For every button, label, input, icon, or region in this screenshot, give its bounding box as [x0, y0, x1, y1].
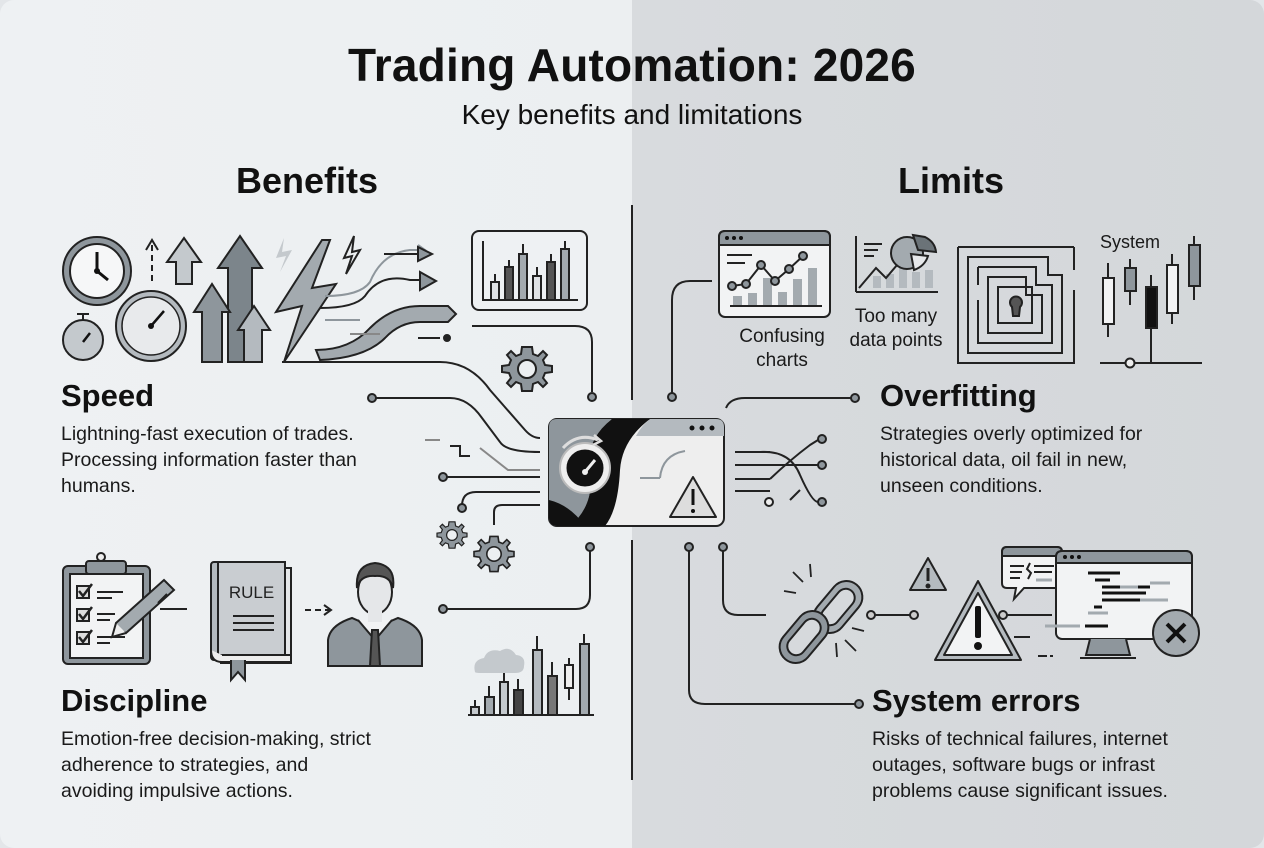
checklist-icon: [62, 552, 151, 665]
person-icon: [327, 561, 423, 667]
gear-icon-medium: [473, 535, 515, 573]
page-subtitle: Key benefits and limitations: [461, 99, 803, 130]
up-arrows-icon: [145, 234, 272, 363]
section-body-system-errors: Risks of technical failures, internet ou…: [872, 726, 1168, 804]
body-line: Strategies overly optimized for: [880, 423, 1143, 445]
benefits-heading: Benefits: [236, 160, 379, 201]
chat-connector: [998, 610, 1053, 657]
gauge-icon: [115, 290, 187, 362]
gear-icon: [501, 346, 553, 392]
rule-book-icon: [210, 561, 292, 683]
rule-book-label: RULE: [228, 583, 275, 602]
circuit-lines-right: [667, 280, 864, 709]
body-line: humans.: [61, 475, 136, 497]
section-title-discipline: Discipline: [61, 683, 208, 718]
label-line: charts: [756, 350, 808, 371]
limits-heading: Limits: [898, 160, 1005, 201]
pie-chart-icon: [855, 233, 938, 293]
section-system-errors: System errors Risks of technical failure…: [872, 683, 1168, 804]
body-line: Emotion-free decision-making, strict: [61, 728, 371, 750]
chat-bubble-icon: [1001, 546, 1063, 603]
maze-lock-icon: [957, 246, 1075, 364]
stopwatch-icon: [62, 313, 104, 361]
candlestick-chart-icon: [1100, 236, 1202, 369]
section-title-overfitting: Overfitting: [880, 378, 1037, 413]
body-line: Processing information faster than: [61, 449, 357, 471]
body-line: adherence to strategies, and: [61, 754, 309, 776]
body-line: Lightning-fast execution of trades.: [61, 423, 354, 445]
section-body-speed: Lightning-fast execution of trades. Proc…: [61, 421, 357, 499]
speed-lines-icon: [314, 244, 458, 362]
link-connector: [866, 610, 919, 620]
body-line: historical data, oil fail in new,: [880, 449, 1128, 471]
candlestick-cloud-icon: [468, 634, 594, 716]
circuit-lines-left: [282, 325, 597, 614]
central-dashboard-icon: [548, 418, 725, 527]
pencil-icon: [110, 578, 176, 639]
label-too-many-data-points: Too many data points: [840, 305, 952, 353]
body-line: problems cause significant issues.: [872, 780, 1168, 802]
label-confusing-charts: Confusing charts: [722, 325, 842, 373]
dashed-arrow: [305, 604, 333, 616]
clock-icon: [62, 236, 132, 306]
browser-chart-icon: [718, 230, 831, 318]
label-line: Confusing: [739, 326, 825, 347]
monitor-error-icon: [1036, 550, 1200, 659]
body-line: unseen conditions.: [880, 475, 1043, 497]
bar-chart-icon: [471, 230, 588, 311]
broken-link-icon: [778, 563, 865, 664]
section-body-discipline: Emotion-free decision-making, strict adh…: [61, 726, 371, 804]
label-line: data points: [849, 330, 943, 351]
section-overfitting: Overfitting Strategies overly optimized …: [880, 378, 1142, 499]
body-line: avoiding impulsive actions.: [61, 780, 293, 802]
body-line: Risks of technical failures, internet: [872, 728, 1168, 750]
warning-icon-large: [934, 580, 1022, 661]
section-title-speed: Speed: [61, 378, 155, 413]
page-title: Trading Automation: 2026: [348, 39, 916, 91]
label-system: System: [1100, 232, 1161, 252]
section-discipline: Discipline Emotion-free decision-making,…: [61, 683, 371, 804]
body-line: outages, software bugs or infrast: [872, 754, 1155, 776]
section-body-overfitting: Strategies overly optimized for historic…: [880, 421, 1142, 499]
warning-icon-small: [909, 557, 947, 591]
section-speed: Speed Lightning-fast execution of trades…: [61, 378, 357, 499]
section-title-system-errors: System errors: [872, 683, 1081, 718]
lightning-icon: [273, 235, 363, 363]
gear-icon-small: [436, 521, 468, 549]
label-line: Too many: [854, 306, 938, 327]
